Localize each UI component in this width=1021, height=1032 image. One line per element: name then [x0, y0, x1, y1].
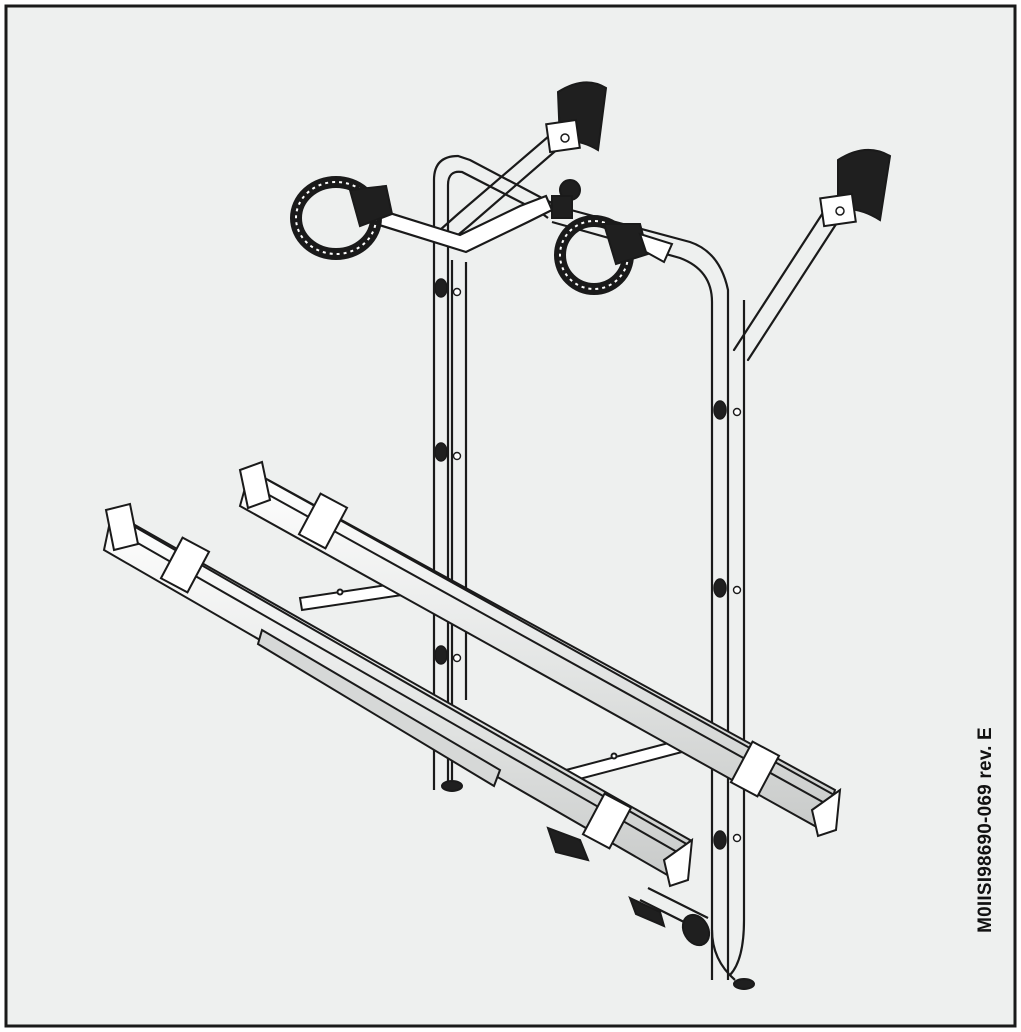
lower-brackets [546, 826, 711, 947]
top-right-mount-pad [819, 149, 892, 228]
frame-collars [434, 278, 727, 850]
right-frame-clamp [554, 215, 674, 295]
document-code-label: M0IISI98690-069 rev. E [975, 727, 996, 933]
rail-support-lower [256, 628, 502, 788]
wheel-rail-back [238, 460, 842, 838]
wheel-rail-front [102, 502, 694, 888]
top-left-mount-pad [545, 81, 608, 154]
frame-bolts [452, 287, 742, 843]
rear-right-leg [732, 203, 844, 362]
top-adjust-knob [551, 179, 581, 219]
main-frame [432, 154, 746, 981]
left-frame-clamp [290, 176, 394, 260]
feet [441, 780, 755, 990]
